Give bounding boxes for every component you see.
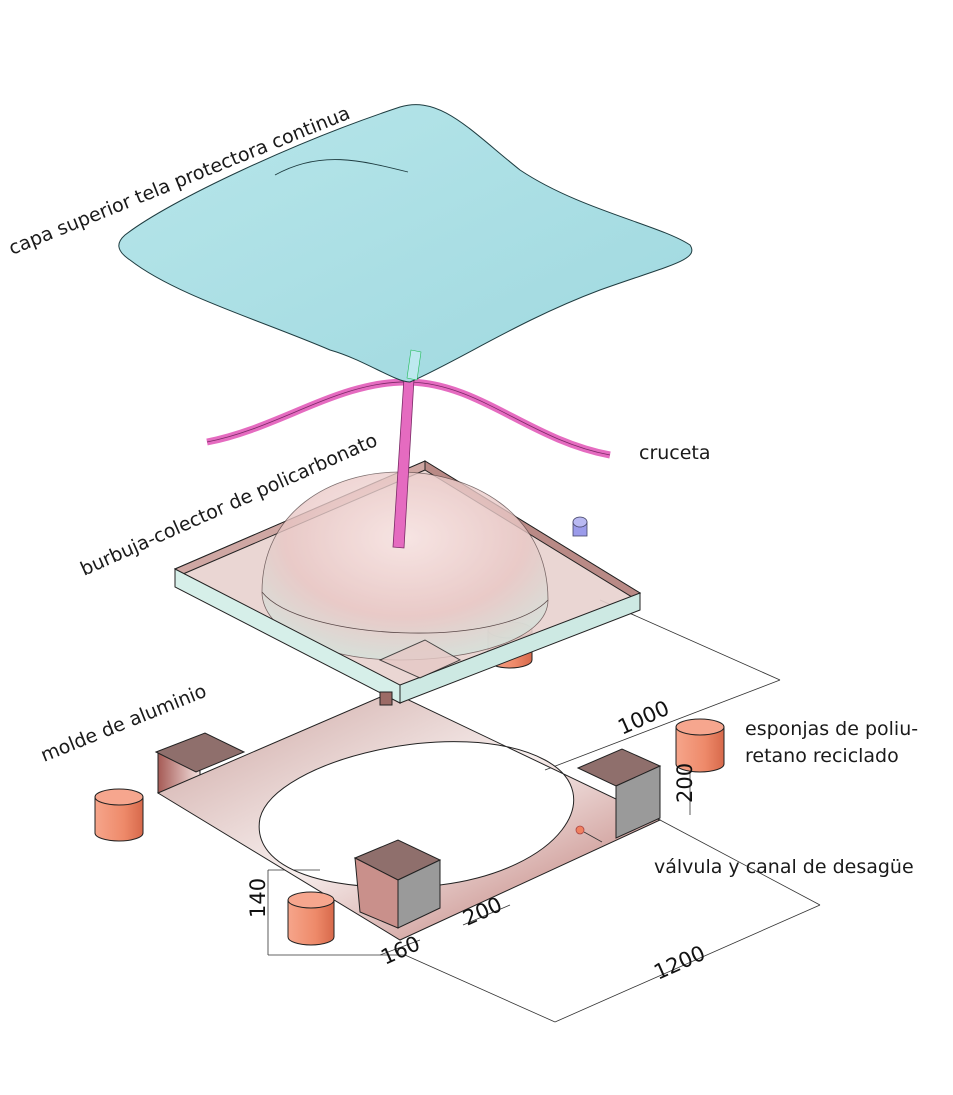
mold-tab-front-left [354,857,399,929]
dim-1200: 1200 [650,941,709,985]
sponge-left [94,788,144,842]
valve-icon [575,825,585,835]
tray-rim-front-right [399,592,641,704]
bubble-collector [173,460,642,706]
dim-140: 140 [246,878,270,918]
top-fabric [118,104,693,383]
mold-tab-back [154,732,246,773]
mold-plate [156,691,662,941]
dim-200-side: 200 [673,763,697,803]
label-valve: válvula y canal de desagüe [654,856,914,878]
aluminium-mold [154,691,662,941]
label-cross: cruceta [639,442,711,464]
sponge-right [675,718,725,773]
valve-cap-icon [572,516,588,537]
label-sponges-line2: retano reciclado [745,745,899,767]
sponge-front [287,891,335,946]
label-sponges-line1: esponjas de poliu- [745,718,918,740]
polycarbonate-dome [261,471,549,661]
dim-160: 160 [377,931,423,969]
mold-tab-right-side [615,765,661,839]
fabric-surface [118,104,693,383]
dim-1000: 1000 [614,696,673,740]
